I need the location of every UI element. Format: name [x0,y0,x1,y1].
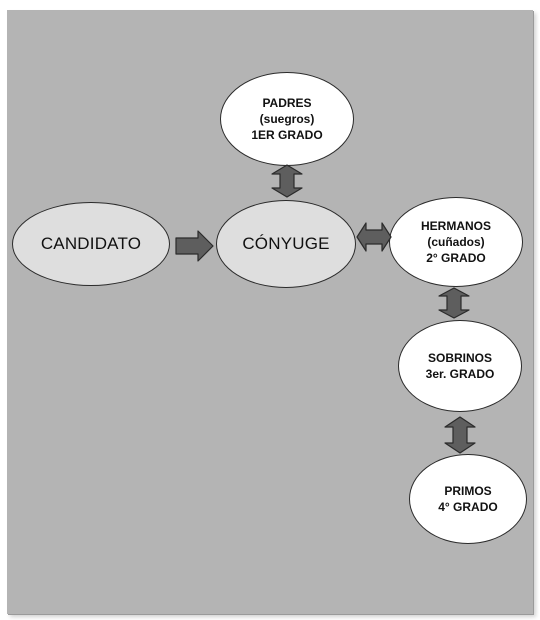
node-sobrinos-line1: SOBRINOS [427,351,492,365]
node-hermanos: HERMANOS (cuñados) 2° GRADO [389,197,523,287]
node-hermanos-line1: HERMANOS [420,219,491,233]
node-candidato-label: CANDIDATO [40,234,142,253]
node-padres-line3: 1ER GRADO [251,128,323,142]
node-conyuge-label: CÓNYUGE [242,234,330,253]
node-candidato: CANDIDATO [12,202,170,286]
hermanos-sobrinos-arrow [438,287,470,319]
node-primos-line2: 4° GRADO [438,500,498,514]
node-hermanos-line2: (cuñados) [427,235,485,249]
node-padres-line2: (suegros) [259,112,315,126]
node-padres: PADRES (suegros) 1ER GRADO [220,72,354,166]
conyuge-hermanos-arrow [356,222,392,252]
node-conyuge: CÓNYUGE [216,200,356,288]
diagram-background: PADRES (suegros) 1ER GRADO CANDIDATO CÓN… [7,10,533,614]
node-sobrinos-line2: 3er. GRADO [425,367,495,381]
node-primos: PRIMOS 4° GRADO [409,454,527,544]
node-padres-line1: PADRES [262,96,312,110]
conyuge-padres-arrow [271,164,303,198]
candidato-to-conyuge-arrow [175,230,214,262]
node-sobrinos: SOBRINOS 3er. GRADO [398,320,522,412]
node-hermanos-line3: 2° GRADO [426,251,486,265]
sobrinos-primos-arrow [444,416,476,454]
node-primos-line1: PRIMOS [444,484,492,498]
